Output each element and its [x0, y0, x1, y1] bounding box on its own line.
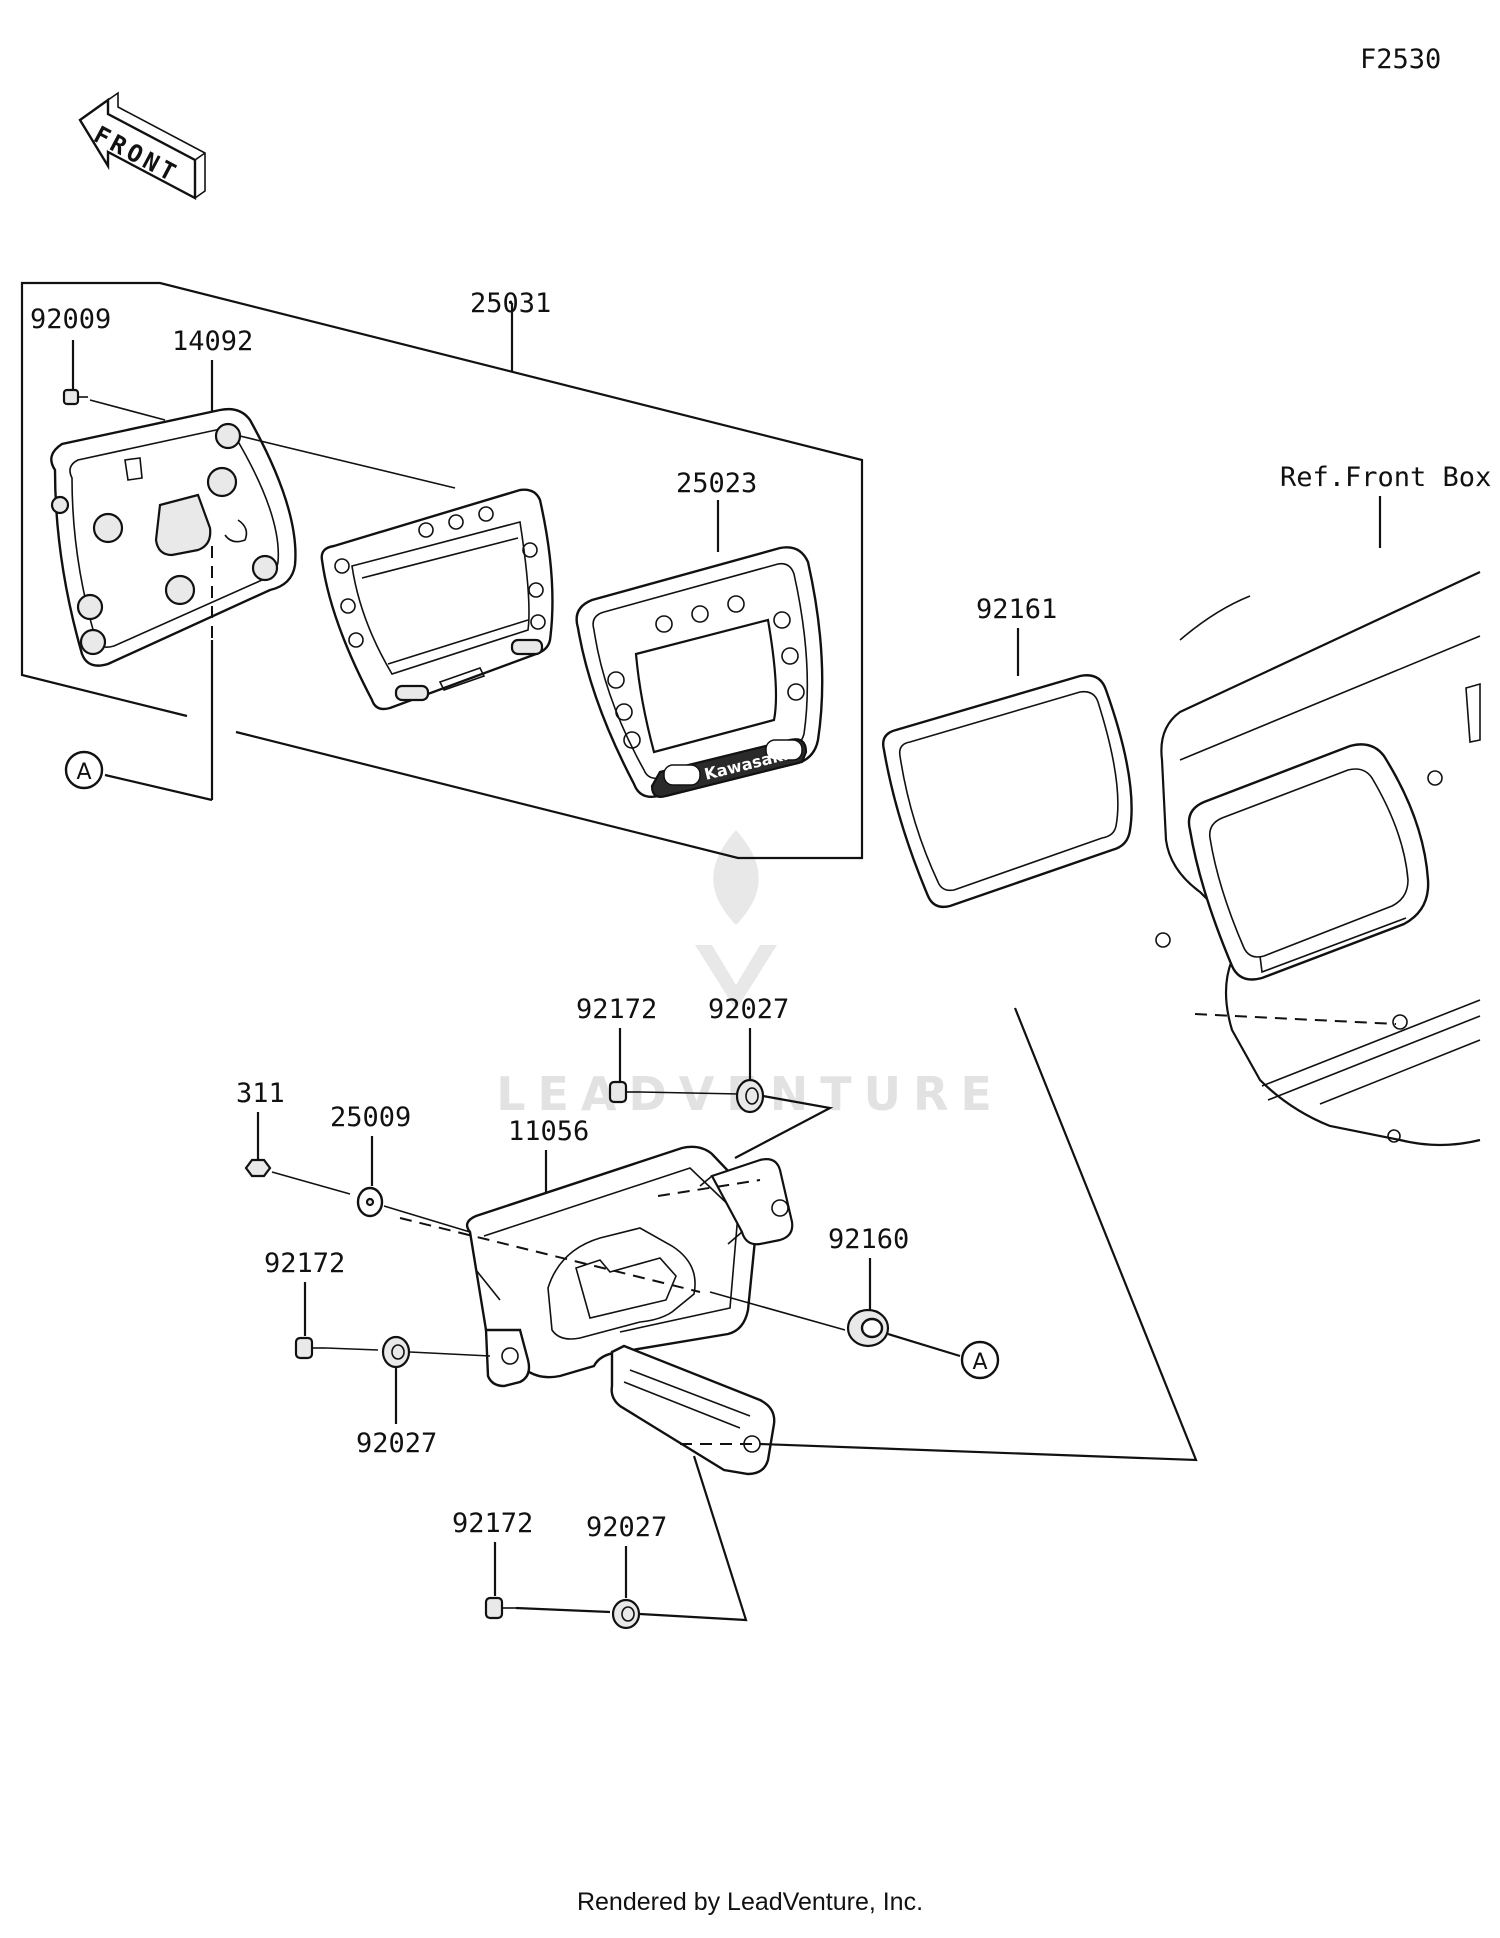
- label-ref-front-box: Ref.Front Box: [1280, 462, 1491, 493]
- label-92027-left: 92027: [356, 1428, 437, 1459]
- label-25023: 25023: [676, 468, 757, 499]
- label-92172-left: 92172: [264, 1248, 345, 1279]
- left-fasteners: 92172 92027: [264, 1248, 491, 1459]
- callout-a-left: A: [64, 640, 214, 802]
- label-92027-upper: 92027: [708, 994, 789, 1025]
- callout-a-right-letter: A: [972, 1350, 987, 1375]
- footer-credit: Rendered by LeadVenture, Inc.: [576, 1888, 924, 1916]
- circuit-board-part: [320, 488, 554, 711]
- label-92172-upper: 92172: [576, 994, 657, 1025]
- diagram-code: F2530: [1360, 44, 1441, 75]
- label-11056: 11056: [508, 1116, 589, 1147]
- meter-assembly-bracket: 25031: [20, 281, 864, 860]
- seal-part: 92161: [882, 594, 1133, 909]
- meter-case-part: 14092: [50, 326, 297, 700]
- callout-a-left-letter: A: [76, 760, 91, 785]
- label-311: 311: [236, 1078, 285, 1109]
- damper-part: 92160 A: [828, 1224, 1000, 1380]
- meter-cover-part: 25023 Kawasaki: [575, 468, 824, 798]
- label-92027-lower: 92027: [586, 1512, 667, 1543]
- nut-washer-parts: 311 25009: [236, 1078, 471, 1233]
- label-14092: 14092: [172, 326, 253, 357]
- label-92172-lower: 92172: [452, 1508, 533, 1539]
- label-25009: 25009: [330, 1102, 411, 1133]
- label-92009: 92009: [30, 304, 111, 335]
- front-box-reference: Ref.Front Box: [1155, 462, 1491, 1147]
- label-92160: 92160: [828, 1224, 909, 1255]
- lower-fasteners: 92172 92027: [452, 1455, 748, 1630]
- front-arrow-icon: FRONT: [78, 91, 206, 200]
- label-92161: 92161: [976, 594, 1057, 625]
- upper-fasteners: 92172 92027: [576, 994, 834, 1159]
- meter-bracket-part: 11056: [399, 1007, 1198, 1476]
- screw-top-part: 92009: [30, 304, 166, 421]
- label-25031: 25031: [470, 288, 551, 319]
